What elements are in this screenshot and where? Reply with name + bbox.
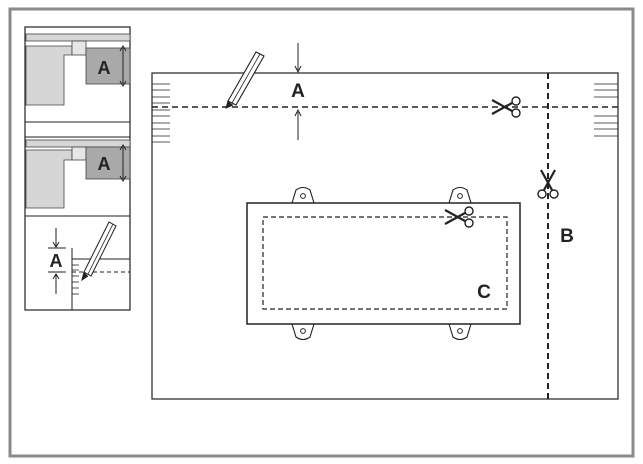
pencil-icon	[81, 221, 117, 282]
inset-middle: A	[25, 139, 131, 209]
inset-middle-label: A	[98, 154, 111, 174]
inset-bottom: A	[48, 221, 130, 310]
inset-top: A	[25, 33, 131, 106]
cutout-outline	[262, 216, 508, 310]
inset-top-edge	[71, 40, 87, 56]
mounting-tab	[291, 323, 315, 341]
mounting-tab	[448, 323, 472, 341]
right-ruler	[594, 83, 618, 137]
appliance-outline	[246, 202, 521, 325]
cut-line-b-label: B	[560, 226, 574, 247]
main-drawing: A B	[151, 43, 619, 400]
inset-panel: A A	[24, 26, 131, 311]
dimension-a-label: A	[291, 81, 305, 102]
inset-top-countertop	[25, 33, 131, 42]
mounting-tab	[291, 186, 315, 204]
left-ruler	[152, 83, 170, 143]
inset-middle-edge	[71, 146, 87, 161]
mounting-tab	[448, 186, 472, 204]
dimension-a: A	[291, 43, 305, 140]
inset-middle-countertop	[25, 139, 131, 148]
inset-bottom-label: A	[50, 251, 63, 271]
scissors-icon	[491, 96, 521, 118]
scissors-icon	[444, 206, 474, 228]
cutout-c-label: C	[477, 282, 491, 303]
pencil-icon	[225, 51, 265, 109]
inset-top-label: A	[98, 58, 111, 78]
scissors-icon	[537, 169, 559, 199]
